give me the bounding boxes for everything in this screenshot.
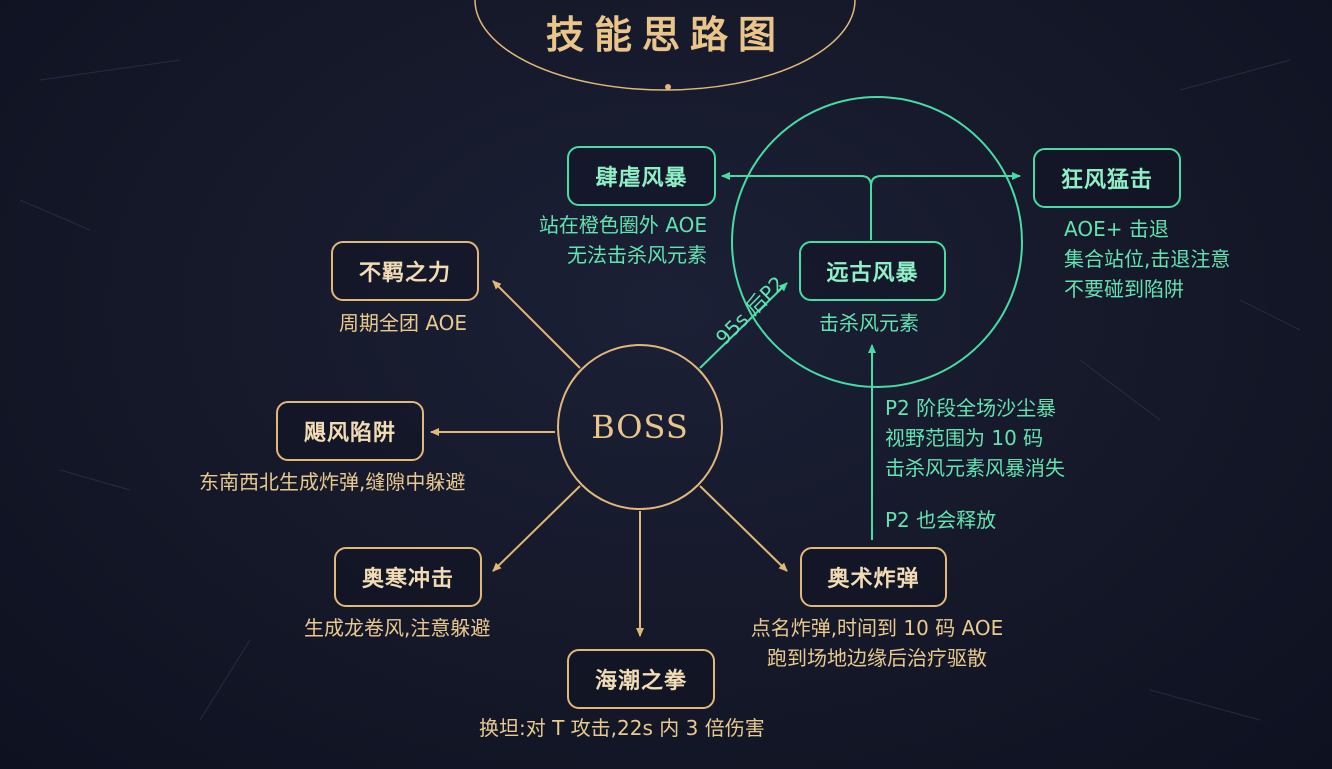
- desc-yuangufengbao: 击杀风元素: [819, 308, 919, 338]
- desc-line: 生成龙卷风,注意躲避: [304, 616, 491, 640]
- node-aoshuzhadan: 奥术炸弹: [800, 547, 947, 607]
- desc-line: 换坦:对 T 攻击,22s 内 3 倍伤害: [479, 716, 765, 740]
- desc-line: 集合站位,击退注意: [1064, 247, 1231, 271]
- gold-arrows: [430, 280, 788, 637]
- desc-line: 击杀风元素: [819, 311, 919, 335]
- arrow-to-aoshu: [699, 485, 788, 572]
- desc-siliefengbao: 站在橙色圈外 AOE 无法击杀风元素: [539, 210, 707, 270]
- desc-aoshuzhadan: 点名炸弹,时间到 10 码 AOE 跑到场地边缘后治疗驱散: [739, 613, 1015, 673]
- arrow-to-buji: [492, 280, 581, 369]
- desc-line: 无法击杀风元素: [567, 243, 707, 267]
- background-texture: [19, 59, 1301, 721]
- node-buji: 不羁之力: [331, 241, 479, 301]
- branch-left-curve: [860, 175, 872, 187]
- branch-stem: [870, 175, 882, 240]
- desc-line: 击杀风元素风暴消失: [885, 456, 1065, 480]
- desc-line: 跑到场地边缘后治疗驱散: [767, 646, 987, 670]
- desc-line: 点名炸弹,时间到 10 码 AOE: [750, 616, 1004, 640]
- node-kuangfengmengji: 狂风猛击: [1033, 148, 1181, 208]
- p2-also-release: P2 也会释放: [885, 508, 997, 532]
- desc-jufengxianjing: 东南西北生成炸弹,缝隙中躲避: [199, 467, 465, 497]
- node-jufengxianjing: 飓风陷阱: [276, 401, 424, 461]
- node-aohanchongji: 奥寒冲击: [334, 547, 482, 607]
- desc-line: 不要碰到陷阱: [1064, 277, 1184, 301]
- page-title: 技能思路图: [545, 12, 786, 57]
- desc-aohanchongji: 生成龙卷风,注意躲避: [304, 613, 490, 643]
- arrow-boss-to-yuangu: [699, 282, 788, 369]
- desc-line: 视野范围为 10 码: [885, 426, 1044, 450]
- arrow-to-aohan: [492, 485, 581, 572]
- node-siliefengbao: 肆虐风暴: [567, 146, 716, 206]
- desc-haichaozhiquan: 换坦:对 T 攻击,22s 内 3 倍伤害: [479, 713, 765, 743]
- node-haichaozhiquan: 海潮之拳: [567, 649, 715, 709]
- title-dot: [665, 84, 671, 90]
- green-connectors: [699, 172, 1021, 540]
- desc-line: P2 阶段全场沙尘暴: [885, 396, 1057, 420]
- desc-kuangfengmengji: AOE+ 击退 集合站位,击退注意 不要碰到陷阱: [1064, 214, 1230, 304]
- node-yuangufengbao: 远古风暴: [799, 241, 946, 301]
- desc-line: AOE+ 击退: [1064, 217, 1169, 241]
- title-arc: [474, 0, 856, 91]
- desc-line: 东南西北生成炸弹,缝隙中躲避: [199, 470, 466, 494]
- desc-line: 站在橙色圈外 AOE: [538, 213, 707, 237]
- boss-node: BOSS: [557, 344, 723, 510]
- desc-line: 周期全团 AOE: [339, 311, 468, 335]
- phase2-circle: [731, 96, 1023, 388]
- p2-description: P2 阶段全场沙尘暴 视野范围为 10 码 击杀风元素风暴消失: [885, 393, 1065, 483]
- desc-buji: 周期全团 AOE: [339, 308, 467, 338]
